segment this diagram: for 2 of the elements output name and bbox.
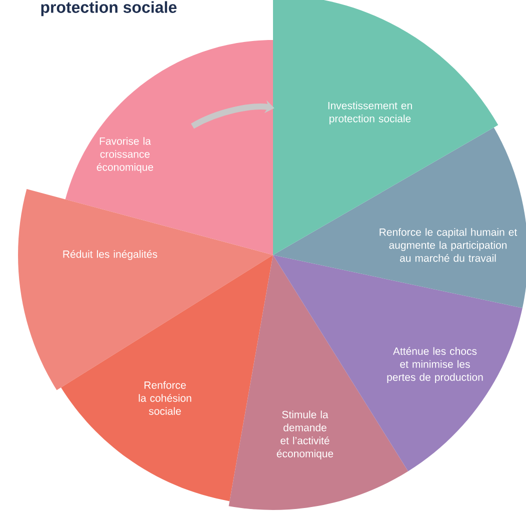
- title: protection sociale: [41, 1, 177, 16]
- pie-slice: Renforce le capital humain et augmente la participation au marché du travail: [273, 128, 526, 308]
